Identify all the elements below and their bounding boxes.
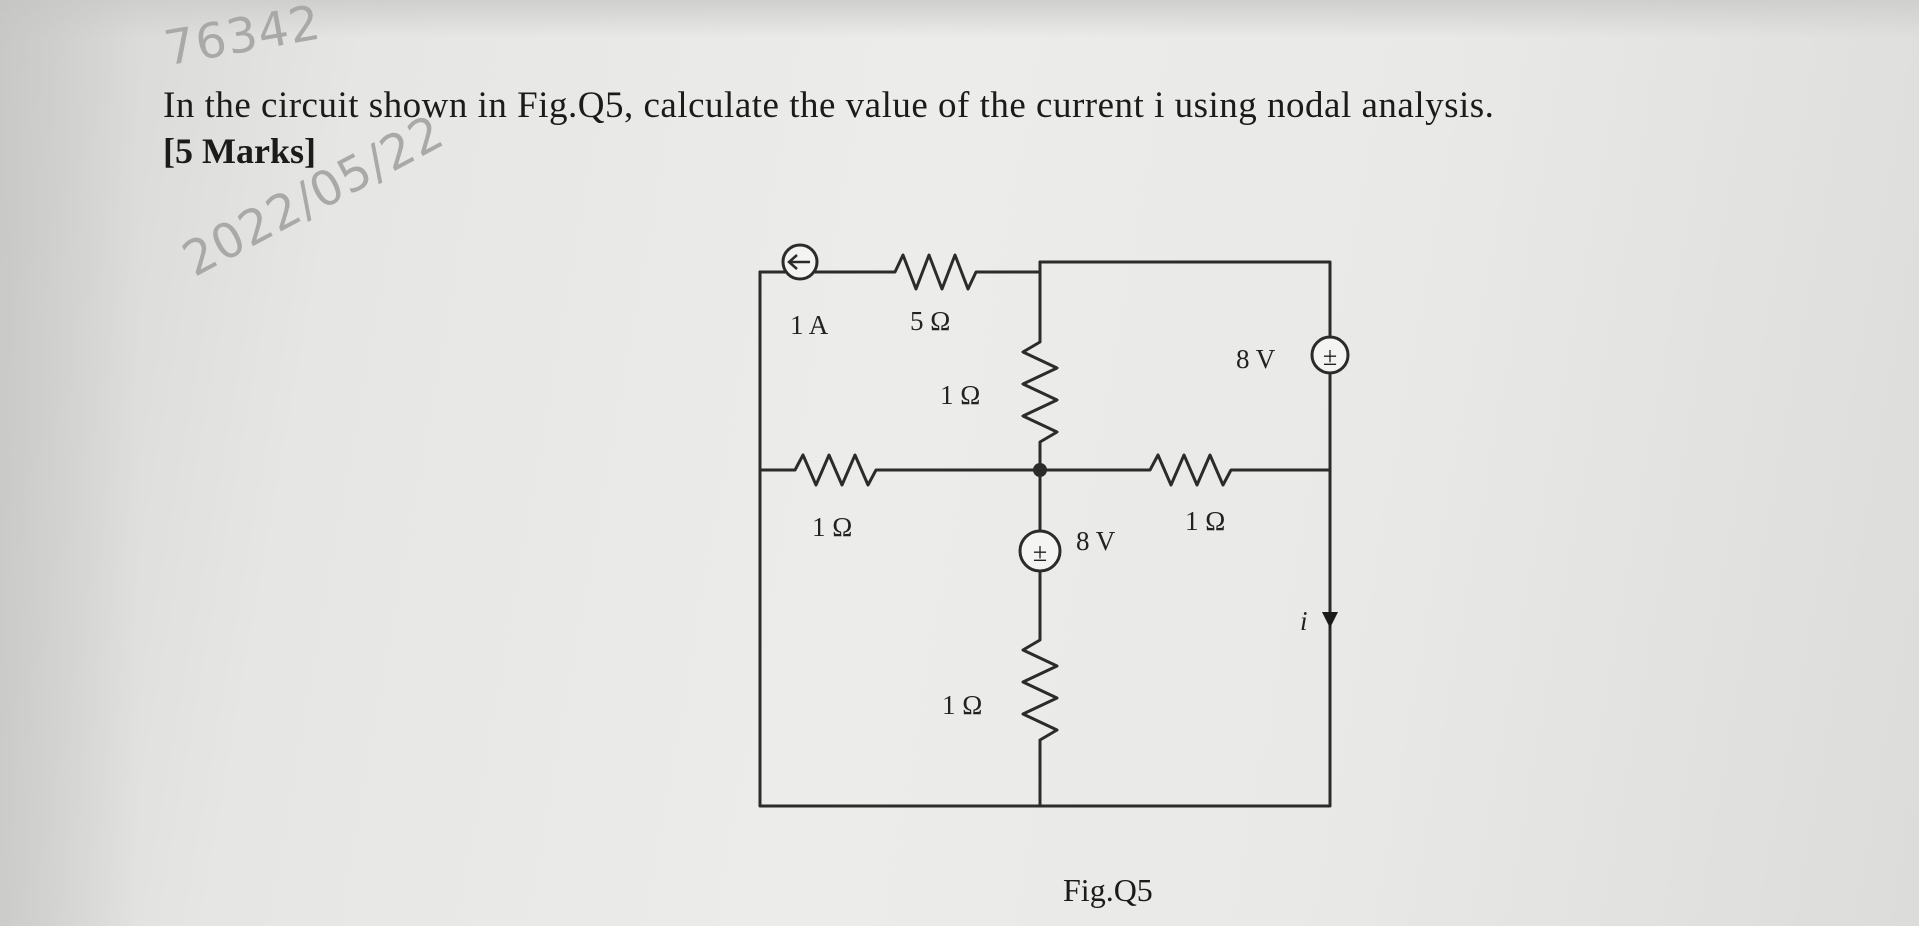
label-r-right: 1 Ω <box>1185 506 1225 536</box>
resistor-1-center-upper <box>1021 260 1059 472</box>
current-arrow-icon <box>1322 612 1338 628</box>
resistor-5-top <box>813 253 1042 291</box>
voltage-source-center-icon: ± <box>1018 529 1062 573</box>
resistor-1-center-lower <box>1021 570 1059 808</box>
resistor-1-left <box>758 453 1042 487</box>
marks-label: [5 Marks] <box>163 131 316 171</box>
question-text: In the circuit shown in Fig.Q5, calculat… <box>163 85 1495 126</box>
label-vsrc-right: 8 V <box>1236 344 1276 374</box>
label-r-top: 5 Ω <box>910 306 950 336</box>
label-vsrc-center: 8 V <box>1076 526 1116 556</box>
wire-top-right <box>1038 260 1332 340</box>
label-r-center-lower: 1 Ω <box>942 690 982 720</box>
figure-caption: Fig.Q5 <box>1063 872 1153 908</box>
current-source-icon <box>781 243 819 281</box>
voltage-source-right-icon: ± <box>1310 335 1350 375</box>
label-r-center-upper: 1 Ω <box>940 380 980 410</box>
wire-left <box>758 270 1332 808</box>
photo-shading-top <box>0 0 1919 38</box>
center-node <box>1033 463 1047 477</box>
label-current-source: 1 A <box>790 310 829 340</box>
photo-shading-left <box>0 0 140 926</box>
resistor-1-right <box>1038 453 1332 487</box>
svg-text:±: ± <box>1323 342 1337 371</box>
label-r-left: 1 Ω <box>812 512 852 542</box>
svg-text:±: ± <box>1033 538 1047 567</box>
label-current-i: i <box>1300 606 1308 636</box>
